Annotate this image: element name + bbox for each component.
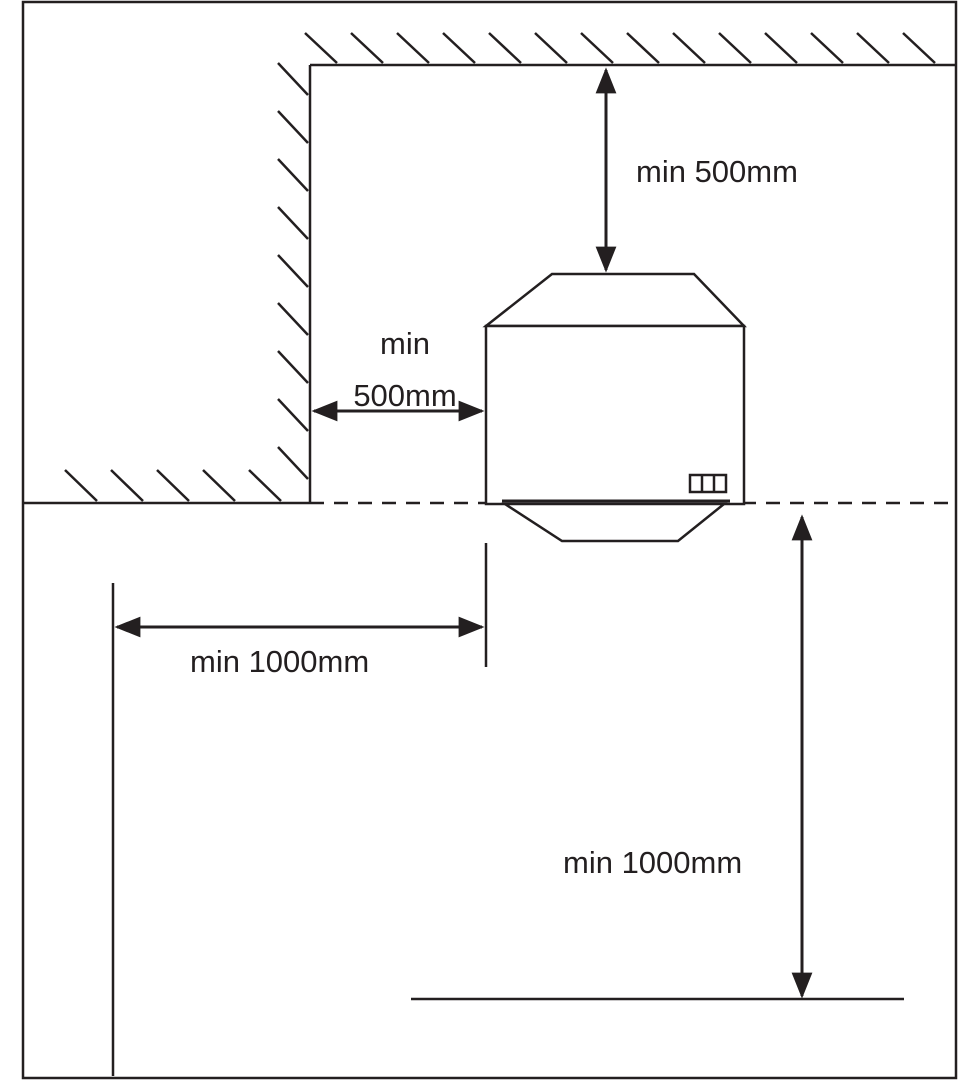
hatch-mark: [248, 469, 282, 502]
below-clearance-label: min 1000mm: [563, 845, 743, 880]
hatch-mark: [856, 32, 890, 64]
control-panel-icon: [688, 473, 728, 494]
hatch-mark: [810, 32, 844, 64]
hatch-mark: [202, 469, 236, 502]
front-clearance-label: min 1000mm: [190, 644, 370, 679]
hatch-mark: [277, 398, 309, 432]
side-clearance-label-line1: min: [380, 326, 430, 361]
hatch-mark: [277, 446, 309, 480]
hatch-mark: [534, 32, 568, 64]
hatch-mark: [277, 62, 309, 96]
ceiling-hatching: [304, 32, 936, 64]
hatch-mark: [110, 469, 144, 502]
heater-unit: [482, 272, 747, 543]
hatch-mark: [277, 302, 309, 336]
hatch-mark: [304, 32, 338, 64]
outer-frame: [21, 0, 958, 1080]
hatch-mark: [718, 32, 752, 64]
side-clearance-label: min 500mm: [340, 318, 470, 422]
hatch-mark: [488, 32, 522, 64]
hatch-mark: [442, 32, 476, 64]
hatch-mark: [350, 32, 384, 64]
hatch-mark: [277, 158, 309, 192]
hatch-mark: [277, 110, 309, 144]
hatch-mark: [277, 206, 309, 240]
top-clearance-label: min 500mm: [636, 154, 798, 189]
heater-top-cap: [482, 272, 747, 328]
hatch-mark: [156, 469, 190, 502]
hatch-mark: [64, 469, 98, 502]
hatch-mark: [277, 350, 309, 384]
hatch-mark: [902, 32, 936, 64]
wall-hatching: [277, 62, 309, 480]
hatch-mark: [672, 32, 706, 64]
hatch-mark: [396, 32, 430, 64]
hatch-mark: [626, 32, 660, 64]
hatch-mark: [764, 32, 798, 64]
hatch-mark: [277, 254, 309, 288]
hatch-mark: [580, 32, 614, 64]
heater-bottom-cap: [500, 502, 728, 543]
shelf-hatching: [64, 469, 282, 502]
side-clearance-label-line2: 500mm: [353, 378, 457, 413]
